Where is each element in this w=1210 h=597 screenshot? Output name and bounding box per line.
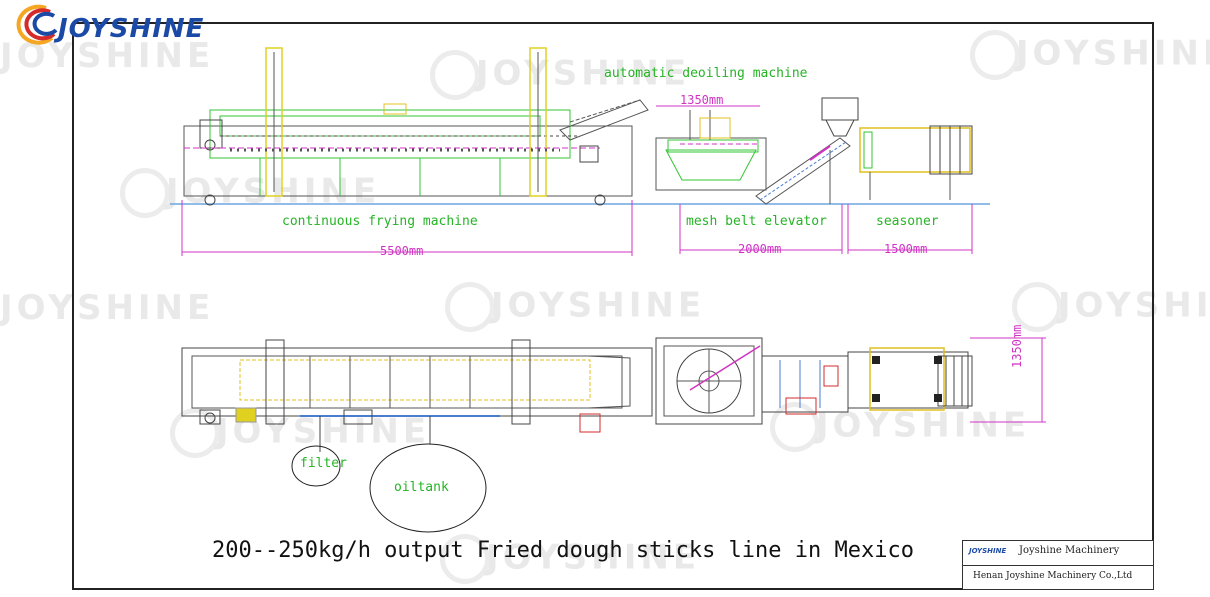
watermark: JOYSHINE: [0, 288, 215, 328]
watermark: JOYSHINE: [430, 50, 690, 100]
watermark: JOYSHINE: [770, 402, 1030, 452]
frying-machine-elevation: [183, 47, 649, 206]
label-seasoner: seasoner: [876, 214, 939, 229]
watermark: JOYSHINE: [440, 534, 700, 584]
title-block: JOYSHINE Joyshine Machinery Henan Joyshi…: [962, 540, 1154, 590]
seasoner-elevation: [821, 97, 973, 200]
dim-elevator-length: 2000mm: [738, 242, 782, 256]
elevator-plan: [761, 355, 849, 415]
drawing-frame: [72, 22, 1154, 590]
label-filter: filter: [300, 456, 347, 471]
logo-text: JOYSHINE: [58, 14, 205, 44]
seasoner-plan: [847, 347, 973, 411]
title-block-brand: JOYSHINE: [969, 547, 1007, 555]
watermark: JOYSHINE: [445, 282, 705, 332]
label-oiltank: oiltank: [394, 480, 449, 495]
label-deoiling-machine: automatic deoiling machine: [604, 66, 808, 81]
dim-deoiling-width: 1350mm: [680, 93, 724, 107]
label-elevator: mesh belt elevator: [686, 214, 827, 229]
joyshine-logo: JOYSHINE: [6, 2, 276, 46]
title-block-company: Henan Joyshine Machinery Co.,Ltd: [973, 571, 1133, 581]
dim-plan-height: 1350mm: [1010, 324, 1024, 368]
watermark: JOYSHINE: [970, 30, 1210, 80]
title-block-divider: [963, 565, 1153, 566]
watermark: JOYSHINE: [120, 168, 380, 218]
dim-frying-length: 5500mm: [380, 244, 424, 258]
elevator-elevation: [755, 137, 851, 205]
drawing-caption: 200--250kg/h output Fried dough sticks l…: [212, 538, 914, 563]
dim-seasoner-length: 1500mm: [884, 242, 928, 256]
deoiling-machine-plan: [655, 337, 763, 425]
logo-swoosh-icon: [16, 4, 58, 45]
frying-machine-plan: [181, 339, 653, 533]
watermark: JOYSHINE: [1012, 282, 1210, 332]
label-frying-machine: continuous frying machine: [282, 214, 478, 229]
deoiling-machine-elevation: [655, 105, 767, 191]
title-block-name: Joyshine Machinery: [1019, 545, 1120, 556]
